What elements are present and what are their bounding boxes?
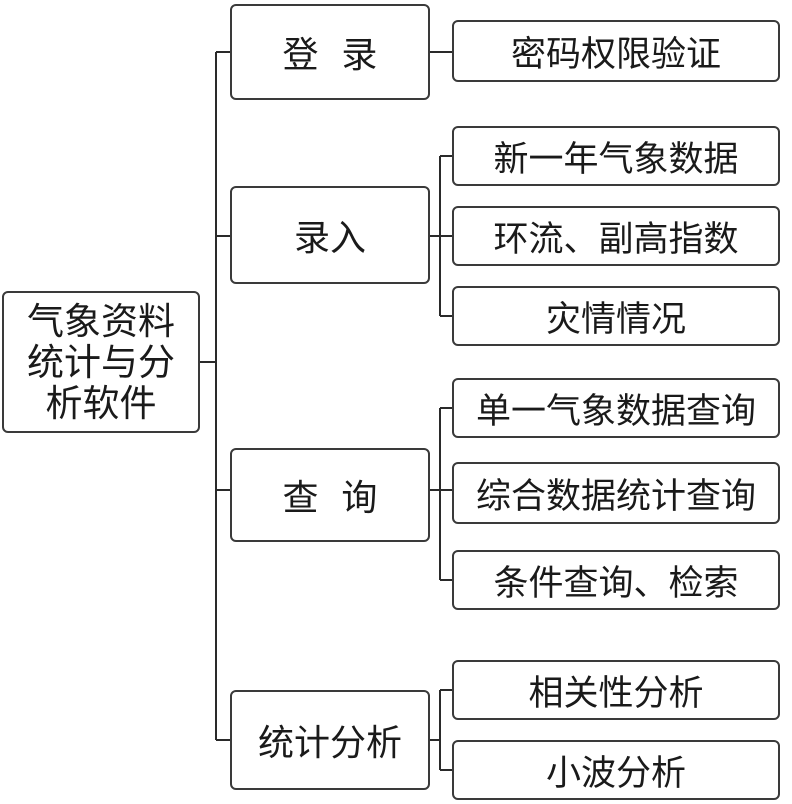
root-node: 气象资料统计与分析软件: [2, 291, 200, 433]
leaf-wavelet-analysis: 小波分析: [452, 740, 780, 800]
module-login-label: 登 录: [282, 35, 378, 76]
leaf-label: 环流、副高指数: [493, 219, 739, 260]
leaf-conditional-query: 条件查询、检索: [452, 550, 780, 610]
leaf-label: 综合数据统计查询: [475, 476, 756, 517]
module-statistics-label: 统计分析: [257, 723, 402, 764]
module-input: 录入: [230, 186, 430, 284]
module-input-label: 录入: [293, 218, 366, 259]
leaf-single-query: 单一气象数据查询: [452, 378, 780, 438]
leaf-disaster-info: 灾情情况: [452, 286, 780, 346]
leaf-label: 单一气象数据查询: [475, 391, 756, 432]
module-query: 查 询: [230, 448, 430, 542]
module-login: 登 录: [230, 4, 430, 100]
leaf-label: 小波分析: [545, 753, 686, 794]
leaf-label: 新一年气象数据: [493, 139, 739, 180]
leaf-label: 条件查询、检索: [493, 563, 739, 604]
leaf-label: 灾情情况: [545, 299, 686, 340]
module-statistics: 统计分析: [230, 690, 430, 790]
leaf-comprehensive-query: 综合数据统计查询: [452, 462, 780, 524]
root-label: 气象资料统计与分析软件: [27, 299, 175, 425]
module-query-label: 查 询: [282, 478, 378, 519]
leaf-new-year-data: 新一年气象数据: [452, 126, 780, 186]
leaf-correlation-analysis: 相关性分析: [452, 660, 780, 720]
leaf-label: 密码权限验证: [510, 34, 721, 75]
leaf-label: 相关性分析: [528, 673, 704, 714]
leaf-password-auth: 密码权限验证: [452, 20, 780, 82]
leaf-circulation-index: 环流、副高指数: [452, 206, 780, 266]
